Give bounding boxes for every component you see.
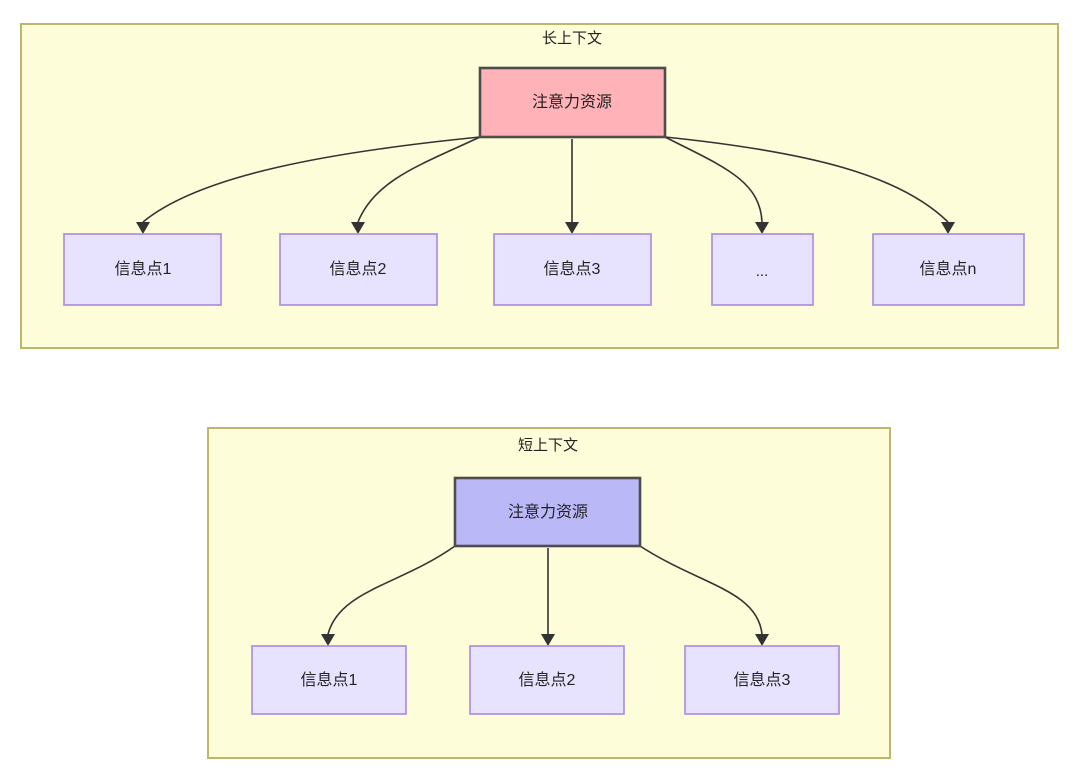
node-info-2-label: 信息点2 [330,260,387,278]
group-long-context[interactable]: 长上下文 注意力资源 信息点1 [20,23,1059,349]
edge-to-info-1 [142,136,481,223]
group-short-context[interactable]: 短上下文 注意力资源 信息点1 信息点2 [207,427,891,759]
node-info-3[interactable]: 信息点3 [493,233,652,306]
node-attention-short[interactable]: 注意力资源 [453,476,642,548]
node-attention-short-label: 注意力资源 [508,502,588,521]
node-info-2[interactable]: 信息点2 [279,233,438,306]
node-attention-long[interactable]: 注意力资源 [478,66,667,139]
arrowhead-info-s2 [541,634,555,646]
node-info-n[interactable]: 信息点n [872,233,1025,306]
long-context-edges [136,136,955,234]
arrowhead-info-s3 [755,634,769,646]
short-context-edges [321,545,769,646]
node-info-ellipsis-label: ... [756,263,769,280]
node-info-n-label: 信息点n [920,260,977,278]
node-info-1[interactable]: 信息点1 [63,233,222,306]
long-context-title: 长上下文 [542,30,602,47]
node-info-s1-label: 信息点1 [301,671,358,689]
node-info-3-label: 信息点3 [544,260,601,278]
node-info-s3[interactable]: 信息点3 [684,645,840,715]
edge-to-info-s1 [327,545,456,635]
edge-to-info-ellipsis [664,136,763,223]
edge-to-info-2 [357,136,481,223]
node-info-s2[interactable]: 信息点2 [469,645,625,715]
node-info-1-label: 信息点1 [115,260,172,278]
node-info-ellipsis[interactable]: ... [711,233,814,306]
edge-to-info-n [664,136,949,223]
node-attention-long-label: 注意力资源 [532,92,612,111]
arrowhead-info-ellipsis [755,222,769,234]
arrowhead-info-s1 [321,634,335,646]
edge-to-info-s3 [639,545,763,635]
arrowhead-info-3 [565,222,579,234]
node-info-s2-label: 信息点2 [519,671,576,689]
node-info-s3-label: 信息点3 [734,671,791,689]
short-context-title: 短上下文 [518,437,578,454]
arrowhead-info-2 [351,222,365,234]
node-info-s1[interactable]: 信息点1 [251,645,407,715]
arrowhead-info-n [941,222,955,234]
arrowhead-info-1 [136,222,150,234]
